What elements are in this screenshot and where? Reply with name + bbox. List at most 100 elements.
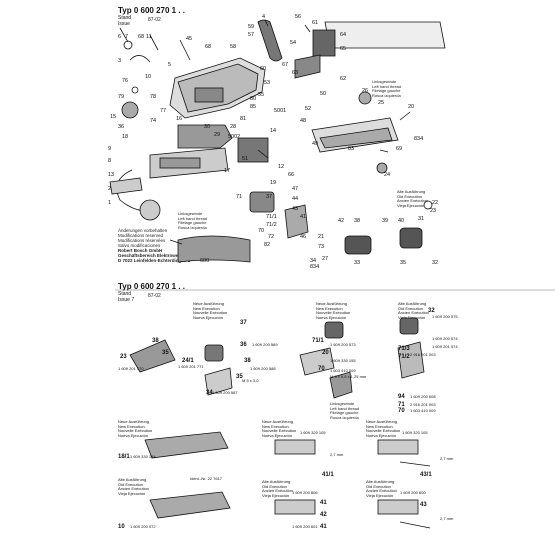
note-line: Vieja Ejecución [262,492,290,498]
note-line: Rosca izquierda [372,92,401,98]
callout: 39 [382,218,388,224]
type-number: Typ 0 600 270 1 . . [118,282,186,291]
note-line: Old Execution [397,193,422,199]
part-number: 2,7 mm [440,456,454,461]
callout: 834 [310,264,319,270]
callout: 50 [320,91,326,97]
old-execution-note: Alte Ausführung Old Execution Ancien Exé… [398,301,429,320]
type-header-top: Typ 0 600 270 1 . . Stand Issue [118,6,185,27]
old-execution-note: Alte Ausführung Old Execution Ancien Exé… [366,479,397,498]
gear-shape [121,101,139,119]
note-line: Old Execution [366,483,391,489]
type-header-bottom: Typ 0 600 270 1 . . Stand Issue 7 [118,282,185,303]
callout: 7 [125,34,128,40]
bracket-shape [204,367,233,396]
part-number: 1 609 200 575 [432,314,458,319]
old-execution-note: Alte Ausführung Old Execution Ancien Exé… [118,477,149,496]
note-line: Left hand thread [330,405,360,411]
callout: 77 [160,108,166,114]
callout: 29 [214,132,220,138]
guide-shape [274,439,316,455]
callout: 67 [282,62,288,68]
note-line: Filetage gauche [372,88,401,93]
callout: 23 [120,354,127,360]
roller-shape [204,344,224,362]
callout: 65 [340,46,346,52]
callout: 49 [312,141,318,147]
part-number: 2,7 mm [440,516,454,521]
note-line: Nouvelle Exécution [366,428,401,433]
part-number: 1 609 200 072 [130,524,156,529]
callout: 57 [248,32,254,38]
roller-shape [324,321,344,339]
callout: 41 [320,500,327,506]
callout: 20 [408,104,414,110]
part-number: 1 609 200 573 [330,342,356,347]
callout: 28 [230,124,236,130]
side-cover-shape [294,54,321,79]
note-line: Neue Ausführung [118,419,149,424]
callout: 68 [138,34,144,40]
note-line: New Execution [316,305,343,311]
callout: 32 [432,260,438,266]
callout: 17 [224,168,230,174]
callout: 54 [290,40,296,46]
callout: 61 [312,20,318,26]
part-number: 1 609 200 608 [410,394,436,399]
new-execution-note: Neue Ausführung New Execution Nouvelle E… [366,419,401,438]
part-number: 1 609 201 771 [178,364,204,369]
shaft-shape [129,339,176,373]
plate-shape [144,431,229,459]
note-line: Modifications réservées [118,238,166,243]
note-line: Neue Ausführung [316,301,347,306]
new-execution-note: Neue Ausführung New Execution Nouvelle E… [193,301,227,320]
callout: 26 [362,88,368,94]
thread-note-top: Linksgewinde Left hand thread Filetage g… [372,79,401,98]
roller-shape [399,227,423,249]
callout: 45 [186,36,192,42]
note-line: Ancien Exécution [262,488,293,493]
note-line: Old Execution [118,481,143,487]
part-number: Ident.-Nr. 22 7617 [190,476,223,481]
note-line: Robert Bosch GmbH [118,248,163,253]
callout: 9 [108,146,111,152]
callout: 35 [400,260,406,266]
note-line: Linksgewinde [178,211,203,216]
callout: 70 [318,366,325,372]
part-number: 1 609 200 574 [432,336,458,341]
part-number: 2 916 201 003 [410,352,436,357]
callout: 38 [354,218,360,224]
issue-label: Issue 7 [118,297,135,303]
note-line: Old Execution [262,483,287,489]
callout: 37 [266,194,272,200]
callout: 32 [428,308,435,314]
callout: 44 [292,196,298,202]
note-line: New Execution [366,423,393,429]
callout: 43 [420,502,427,508]
note-line: New Execution [118,423,145,429]
callout: 38 [244,358,251,364]
part-number: 1 603 410 009 [330,368,356,373]
callout: 81 [240,116,246,122]
callout: 18 [122,134,128,140]
note-line: Nueva Ejecución [366,432,397,438]
note-line: Left hand thread [178,215,208,221]
callout: 69 [396,146,402,152]
note-line: Nueva Ejecución [193,314,224,320]
roller-shape [249,191,275,213]
callout: 1 [108,200,111,206]
thread-note-mid: Linksgewinde Left hand thread Filetage g… [178,211,208,230]
issue-label: Issue [118,21,130,27]
callout: 3 [118,58,121,64]
note-line: Nueva Ejecución [118,432,149,438]
stand-label: Stand [118,291,132,297]
callout: 5002 [228,134,240,140]
callout: 11 [146,34,152,40]
type-number: Typ 0 600 270 1 . . [118,6,186,15]
rod-shape [399,461,431,529]
issue-date: 87-02 [148,293,161,299]
guide-shape [274,499,316,515]
note-line: Neue Ausführung [366,419,397,424]
bag-connector-shape [312,29,336,57]
